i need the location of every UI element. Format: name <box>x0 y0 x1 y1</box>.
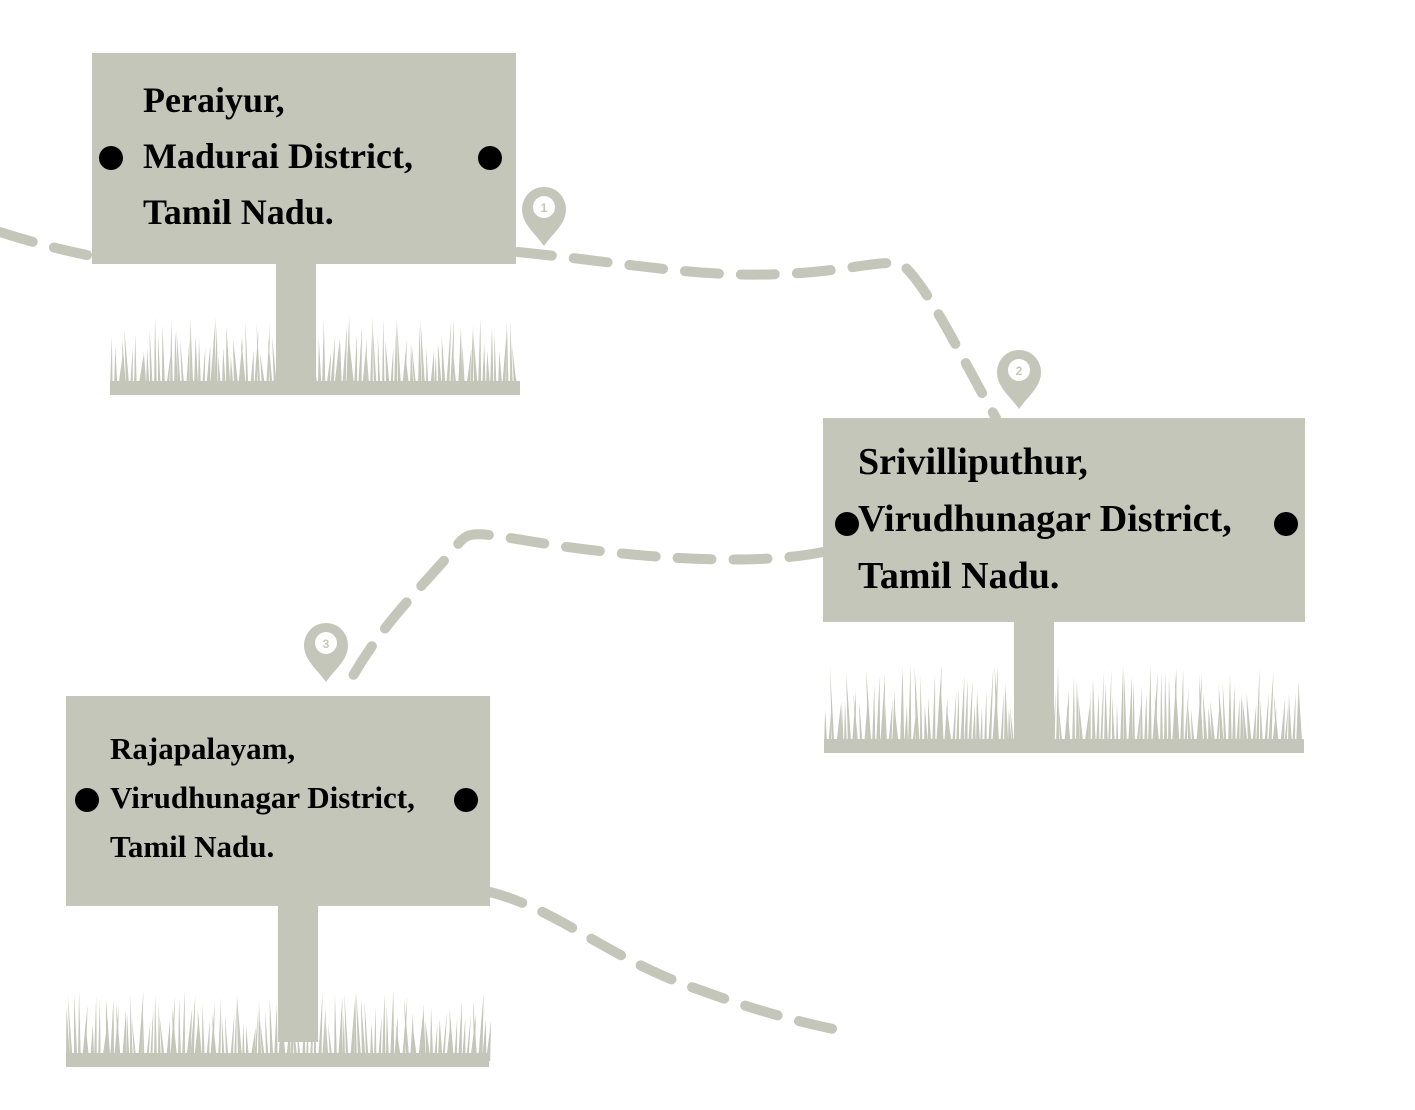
pin-3-number: 3 <box>323 637 330 651</box>
signpost-1 <box>92 53 520 395</box>
pin-2-number: 2 <box>1016 364 1023 378</box>
signpost-1-address: Peraiyur, Madurai District, Tamil Nadu. <box>143 72 413 240</box>
route-segment-start <box>0 227 97 261</box>
signpost-3-board <box>66 696 490 906</box>
signpost-2 <box>823 418 1305 753</box>
grass-icon <box>110 316 520 395</box>
route-segment-1-to-2 <box>513 247 1001 423</box>
address-line: Virudhunagar District, <box>858 498 1232 540</box>
bullet-dot-icon <box>75 788 99 812</box>
address-line: Peraiyur, <box>143 80 285 120</box>
bullet-dot-icon <box>454 788 478 812</box>
signpost-3-post <box>278 902 318 1042</box>
address-line: Tamil Nadu. <box>143 192 334 232</box>
signpost-2-address: Srivilliputhur, Virudhunagar District, T… <box>858 434 1232 605</box>
bullet-dot-icon <box>835 512 859 536</box>
map-pin-icon: 2 <box>997 350 1041 409</box>
pin-1-number: 1 <box>541 201 548 215</box>
bullet-dot-icon <box>478 146 502 170</box>
address-line: Virudhunagar District, <box>110 780 415 815</box>
address-line: Madurai District, <box>143 136 413 176</box>
map-pin-icon: 1 <box>522 187 566 246</box>
address-line: Tamil Nadu. <box>858 555 1060 597</box>
grass-icon <box>66 989 492 1067</box>
address-line: Tamil Nadu. <box>110 829 275 864</box>
signpost-3 <box>66 696 492 1067</box>
signpost-1-board <box>92 53 516 264</box>
address-line: Srivilliputhur, <box>858 441 1088 483</box>
address-line: Rajapalayam, <box>110 731 296 766</box>
bullet-dot-icon <box>1274 512 1298 536</box>
signpost-3-address: Rajapalayam, Virudhunagar District, Tami… <box>110 724 415 871</box>
route-segment-end <box>485 887 843 1035</box>
route-segment-2-to-3 <box>340 529 828 695</box>
bullet-dot-icon <box>99 146 123 170</box>
grass-icon <box>824 664 1304 753</box>
signpost-2-board <box>823 418 1305 622</box>
map-pin-icon: 3 <box>304 623 348 682</box>
